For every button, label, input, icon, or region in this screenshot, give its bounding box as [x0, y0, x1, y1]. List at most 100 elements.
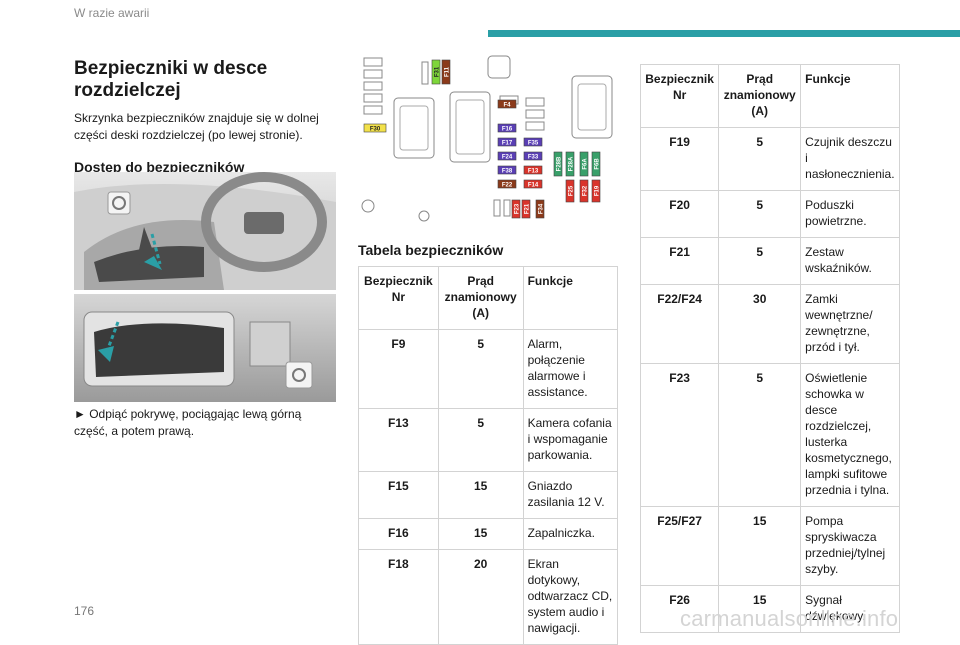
fuse-box-F21: [521, 199, 531, 219]
current-cell: 5: [718, 363, 802, 507]
fuse-box-F11: [441, 59, 451, 85]
fuse-slot: [493, 199, 501, 217]
intro-text: Skrzynka bezpieczników znajduje się w do…: [74, 111, 319, 142]
fuse-box-F23: [511, 199, 521, 219]
current-cell: 5: [437, 329, 524, 409]
screw-hole: [361, 199, 375, 213]
fuse-box-F14: [523, 179, 543, 189]
fuse-label: F33: [528, 155, 539, 161]
fuse-box-F17: [497, 137, 517, 147]
fuse-number-cell: F20: [639, 190, 720, 238]
table-header-row: Bezpiecznik Nr Prąd znamionowy (A) Funkc…: [358, 266, 619, 330]
dashboard-illustration: [74, 172, 336, 402]
relay-inner: [399, 105, 429, 151]
fuse-slot: [363, 81, 383, 91]
fuse-label: F32: [583, 185, 589, 196]
header-fuse-nr: Bezpiecznik Nr: [639, 64, 720, 128]
fuse-label: F30: [370, 127, 381, 133]
fuse-number-cell: F22/F24: [639, 284, 720, 364]
current-cell: 15: [718, 585, 802, 633]
header-fuse-nr: Bezpiecznik Nr: [358, 266, 439, 330]
fuse-box-F28A: [565, 151, 575, 177]
fuse-number-cell: F21: [639, 237, 720, 285]
function-cell: Zamki wewnętrzne/ zewnętrzne, przód i ty…: [800, 284, 900, 364]
fuse-label: F4: [503, 103, 511, 109]
fuse-label: F14: [528, 183, 539, 189]
current-cell: 15: [437, 518, 524, 550]
header-accent-bar: [488, 30, 960, 37]
fuse-number-cell: F23: [639, 363, 720, 507]
fuse-box-F28B: [553, 151, 563, 177]
current-cell: 5: [437, 408, 524, 472]
fuse-box-F13: [523, 165, 543, 175]
instruction-text: ► Odpiąć pokrywę, pociągając lewą górną …: [74, 407, 302, 438]
fuse-label: F11: [445, 66, 451, 77]
fuse-label: F28A: [569, 156, 575, 171]
function-cell: Zestaw wskaźników.: [800, 237, 900, 285]
fuse-label: F28B: [557, 156, 563, 171]
subtitle: Dostęp do bezpieczników: [74, 159, 245, 175]
fuse-label: F23: [515, 203, 521, 214]
left-column: Bezpieczniki w desce rozdzielczej Skrzyn…: [74, 58, 336, 187]
function-cell: Kamera cofania i wspomaganie parkowania.: [522, 408, 619, 472]
fuse-slot: [525, 121, 545, 131]
fuse-slot: [503, 199, 511, 217]
fuse-box-F32: [579, 179, 589, 203]
function-cell: Alarm, połączenie alarmowe i assistance.: [522, 329, 619, 409]
fuse-slot: [363, 93, 383, 103]
table-title: Tabela bezpieczników: [358, 242, 504, 258]
page-number: 176: [74, 604, 95, 618]
fuse-label: F38: [502, 169, 513, 175]
fuse-number-cell: F15: [358, 471, 439, 519]
current-cell: 15: [437, 471, 524, 519]
fuse-label: F25: [569, 185, 575, 196]
fuse-label: F22: [502, 183, 513, 189]
fuse-number-cell: F19: [639, 127, 720, 191]
function-cell: Oświetlenie schowka w desce rozdzielczej…: [800, 363, 900, 507]
current-cell: 5: [718, 190, 802, 238]
fuse-number-cell: F25/F27: [639, 506, 720, 586]
watermark: carmanualsonline.info: [680, 606, 899, 631]
fuse-box-F35: [523, 137, 543, 147]
relay: [487, 55, 511, 79]
fuse-number-cell: F26: [639, 585, 720, 633]
relay: [393, 97, 435, 159]
fuse-box-F16: [497, 123, 517, 133]
fuse-box-F38: [497, 165, 517, 175]
fuse-number-cell: F16: [358, 518, 439, 550]
fuse-label: F35: [528, 141, 539, 147]
fuse-label: F6B: [595, 158, 601, 170]
fuse-box-F30: [363, 123, 387, 133]
fuse-box-F22: [497, 179, 517, 189]
function-cell: Zapalniczka.: [522, 518, 619, 550]
fuse-slot: [363, 105, 383, 115]
fuse-slot: [525, 109, 545, 119]
fuse-label: F21: [525, 203, 531, 214]
fuse-box-F19: [591, 179, 601, 203]
fuse-box-F33: [523, 151, 543, 161]
section-header: W razie awarii: [74, 6, 150, 20]
function-cell: Pompa spryskiwacza przedniej/tylnej szyb…: [800, 506, 900, 586]
header-function: Funkcje: [800, 64, 900, 128]
header-current: Prąd znamionowy (A): [437, 266, 524, 330]
fuse-box-F6B: [591, 151, 601, 177]
fuse-table-1: Bezpiecznik Nr Prąd znamionowy (A) Funkc…: [358, 266, 619, 645]
function-cell: Czujnik deszczu i nasłonecznienia.: [800, 127, 900, 191]
fuse-box-F6A: [579, 151, 589, 177]
fuse-label: F19: [595, 185, 601, 196]
fuse-label: F6A: [583, 158, 589, 170]
fuse-box-F4: [497, 99, 517, 109]
relay: [449, 91, 491, 163]
current-cell: 30: [718, 284, 802, 364]
dashboard-photo: [74, 172, 336, 402]
